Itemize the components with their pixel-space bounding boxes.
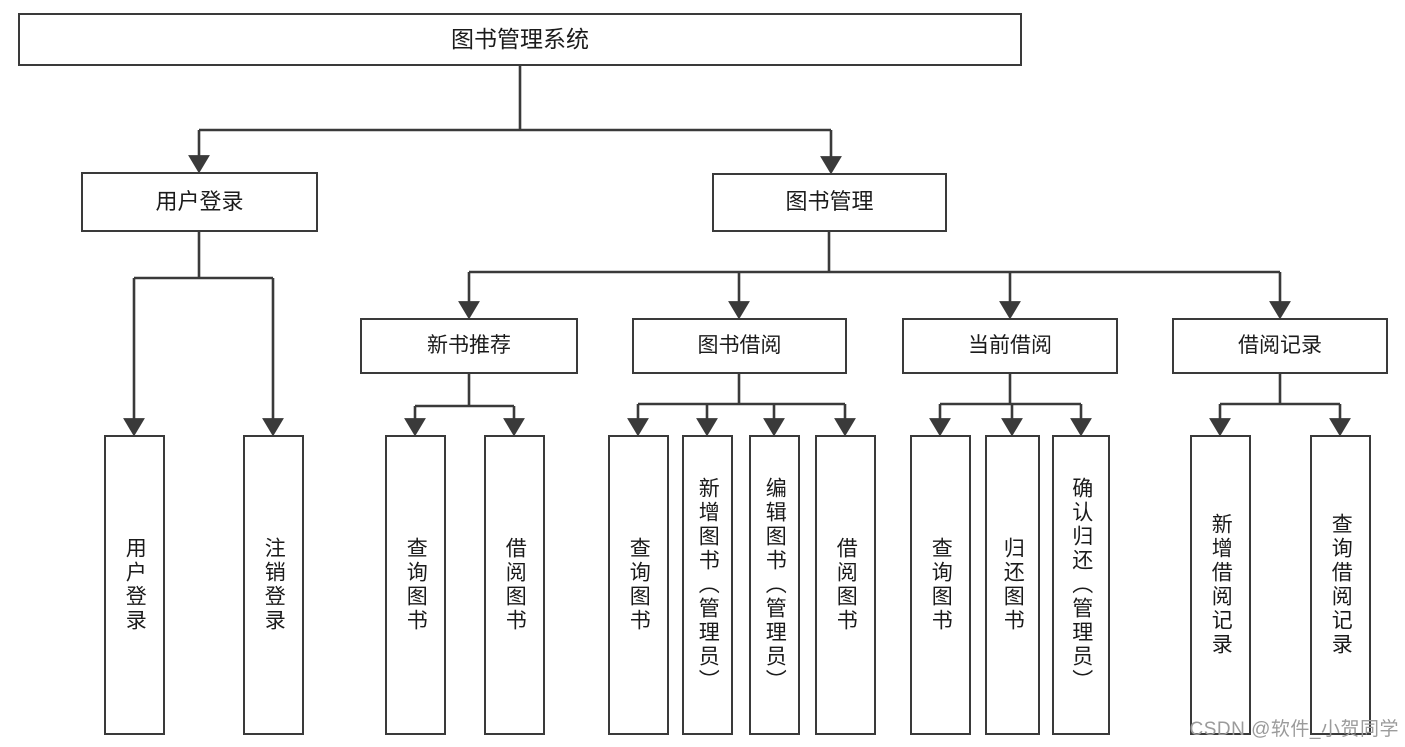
leaf-label: 新增图书（管理员）: [696, 477, 720, 693]
leaf-confirm-return-admin[interactable]: 确认归还（管理员）: [1052, 435, 1110, 735]
leaf-logout[interactable]: 注销登录: [243, 435, 304, 735]
leaf-query-borrow-record[interactable]: 查询借阅记录: [1310, 435, 1371, 735]
leaf-user-login[interactable]: 用户登录: [104, 435, 165, 735]
node-root[interactable]: 图书管理系统: [18, 13, 1022, 66]
leaf-add-borrow-record[interactable]: 新增借阅记录: [1190, 435, 1251, 735]
leaf-query-book-recommend[interactable]: 查询图书: [385, 435, 446, 735]
leaf-label: 查询图书: [404, 537, 428, 633]
leaf-label: 查询图书: [929, 537, 953, 633]
node-borrow-record[interactable]: 借阅记录: [1172, 318, 1388, 374]
node-new-book-recommend[interactable]: 新书推荐: [360, 318, 578, 374]
leaf-return-book[interactable]: 归还图书: [985, 435, 1040, 735]
leaf-label: 借阅图书: [503, 537, 527, 633]
node-current-borrow[interactable]: 当前借阅: [902, 318, 1118, 374]
leaf-label: 查询借阅记录: [1329, 513, 1353, 657]
node-book-manage[interactable]: 图书管理: [712, 173, 947, 232]
leaf-label: 用户登录: [123, 537, 147, 633]
watermark-text: CSDN @软件_小贺同学: [1189, 719, 1399, 740]
leaf-add-book-admin[interactable]: 新增图书（管理员）: [682, 435, 733, 735]
leaf-label: 注销登录: [262, 537, 286, 633]
leaf-borrow-book[interactable]: 借阅图书: [815, 435, 876, 735]
leaf-query-book-borrow[interactable]: 查询图书: [608, 435, 669, 735]
leaf-label: 新增借阅记录: [1209, 513, 1233, 657]
leaf-label: 编辑图书（管理员）: [763, 477, 787, 693]
leaf-label: 归还图书: [1001, 537, 1025, 633]
leaf-query-book-current[interactable]: 查询图书: [910, 435, 971, 735]
leaf-label: 借阅图书: [834, 537, 858, 633]
node-user-login[interactable]: 用户登录: [81, 172, 318, 232]
node-book-borrow[interactable]: 图书借阅: [632, 318, 847, 374]
leaf-label: 查询图书: [627, 537, 651, 633]
leaf-label: 确认归还（管理员）: [1069, 477, 1093, 693]
leaf-edit-book-admin[interactable]: 编辑图书（管理员）: [749, 435, 800, 735]
leaf-borrow-book-recommend[interactable]: 借阅图书: [484, 435, 545, 735]
